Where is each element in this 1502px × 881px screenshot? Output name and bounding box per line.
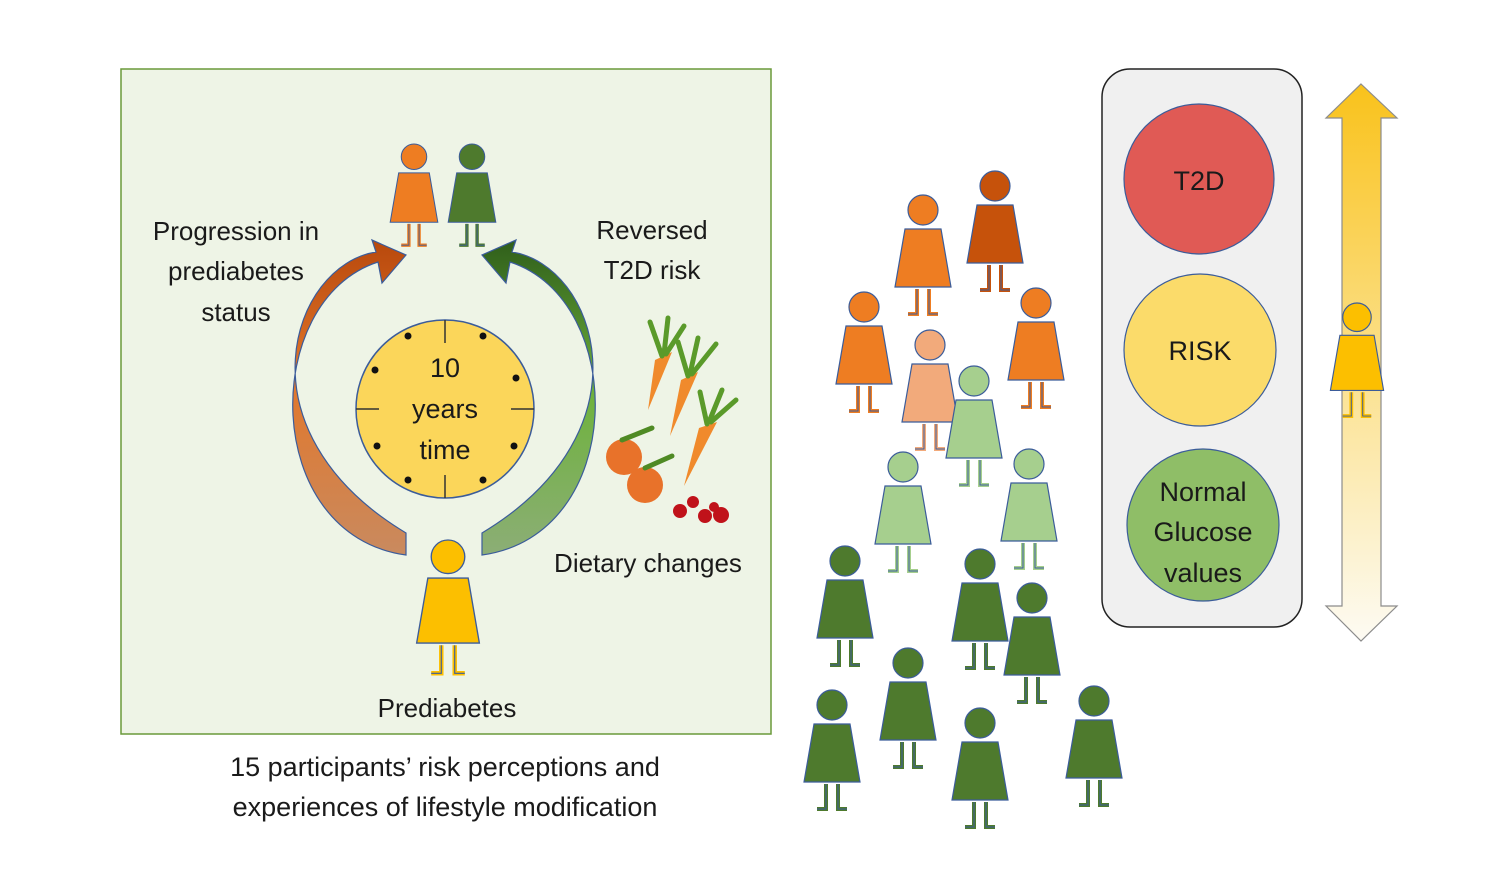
risk-label: RISK bbox=[1168, 336, 1231, 366]
person-icon bbox=[803, 689, 861, 811]
dietary-changes-label: Dietary changes bbox=[554, 548, 742, 578]
progression-arrow-icon bbox=[292, 238, 407, 556]
reversed-risk-label: T2D risk bbox=[604, 255, 702, 285]
person-icon bbox=[879, 647, 937, 769]
person-icon bbox=[1003, 582, 1061, 704]
study-panel: 10 years time bbox=[120, 68, 772, 735]
person-icon bbox=[951, 548, 1009, 670]
normal-glucose-label: values bbox=[1164, 558, 1242, 588]
person-icon bbox=[1000, 448, 1058, 570]
person-icon bbox=[945, 365, 1003, 487]
progression-label: prediabetes bbox=[168, 256, 304, 286]
person-icon bbox=[389, 143, 439, 247]
carrot-icon bbox=[647, 315, 687, 410]
reversed-risk-label: Reversed bbox=[596, 215, 707, 245]
person-icon bbox=[447, 143, 497, 247]
normal-glucose-label: Glucose bbox=[1153, 517, 1252, 547]
clock-text-line: time bbox=[419, 435, 470, 465]
person-icon bbox=[951, 707, 1009, 829]
person-icon bbox=[966, 170, 1024, 292]
orange-fruit-icon bbox=[627, 453, 675, 503]
normal-glucose-label: Normal bbox=[1159, 477, 1246, 507]
clock-text-line: 10 bbox=[430, 353, 460, 383]
participants-crowd bbox=[803, 170, 1123, 829]
person-icon bbox=[894, 194, 952, 316]
person-icon bbox=[1329, 302, 1385, 418]
normal-glucose-light bbox=[1126, 448, 1280, 602]
tomato-icon bbox=[673, 496, 729, 523]
person-icon bbox=[415, 539, 481, 676]
reversed-risk-arrow-icon bbox=[481, 238, 596, 556]
carrot-icon bbox=[684, 387, 739, 486]
person-icon bbox=[901, 329, 959, 451]
progression-label: Progression in bbox=[153, 216, 319, 246]
clock-text-line: years bbox=[412, 394, 478, 424]
person-icon bbox=[816, 545, 874, 667]
person-icon bbox=[1065, 685, 1123, 807]
clock-icon: 10 years time bbox=[355, 319, 535, 499]
risk-light bbox=[1123, 273, 1277, 427]
person-icon bbox=[835, 291, 893, 413]
prediabetes-label: Prediabetes bbox=[378, 693, 517, 723]
progression-label: status bbox=[201, 297, 270, 327]
t2d-light bbox=[1123, 103, 1275, 255]
vegetables-illustration bbox=[606, 315, 739, 523]
t2d-label: T2D bbox=[1173, 166, 1224, 196]
traffic-light: T2D RISK Normal Glucose values bbox=[1101, 68, 1303, 628]
person-icon bbox=[874, 451, 932, 573]
orange-fruit-icon bbox=[606, 425, 655, 475]
caption-line: experiences of lifestyle modification bbox=[233, 792, 658, 822]
person-icon bbox=[1007, 287, 1065, 409]
carrot-icon bbox=[670, 335, 719, 436]
caption-line: 15 participants’ risk perceptions and bbox=[230, 752, 660, 782]
